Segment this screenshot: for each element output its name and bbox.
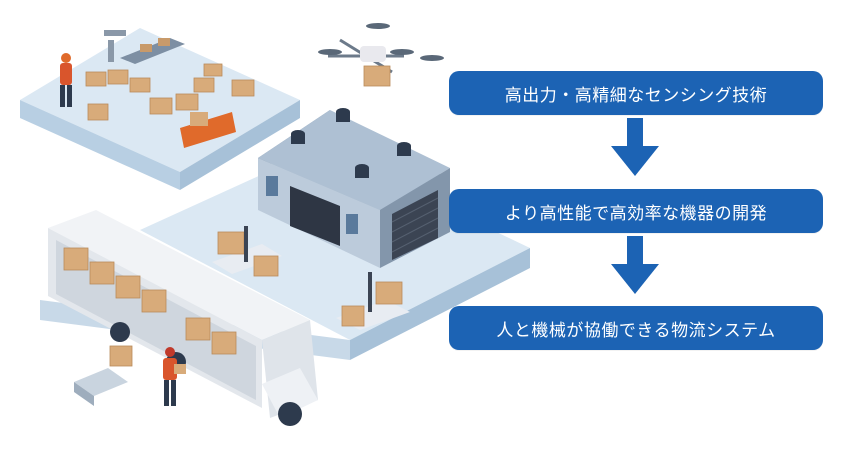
warehouse-building — [258, 108, 450, 268]
delivery-truck — [48, 210, 318, 426]
picking-area-platform — [20, 28, 300, 190]
forklift-right — [336, 272, 410, 330]
agv-cart — [74, 345, 133, 406]
flow-step-sensing: 高出力・高精細なセンシング技術 — [449, 71, 823, 115]
flow-step-equipment: より高性能で高効率な機器の開発 — [449, 189, 823, 233]
arrow-down-icon — [611, 236, 659, 294]
forklift-left — [212, 226, 282, 277]
arrow-down-icon — [611, 118, 659, 176]
worker-with-box — [163, 347, 186, 406]
delivery-drone — [318, 23, 444, 87]
flow-step-system: 人と機械が協働できる物流システム — [449, 306, 823, 350]
